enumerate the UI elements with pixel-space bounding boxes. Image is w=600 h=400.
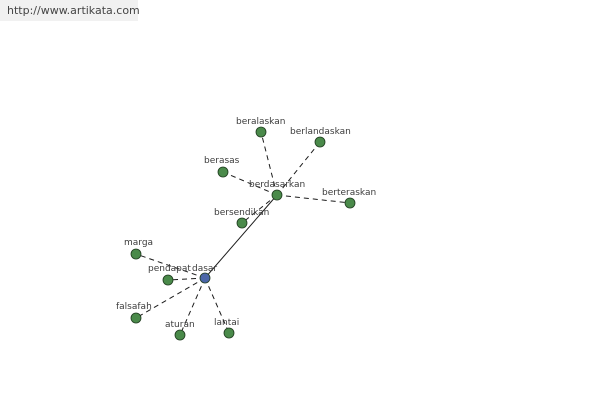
edge-berdasarkan-berteraskan xyxy=(276,194,351,204)
node-label-beralaskan[interactable]: beralaskan xyxy=(236,117,285,127)
edge-berdasarkan-beralaskan xyxy=(260,131,278,196)
graph-nodes xyxy=(130,126,356,341)
node-bersendikan[interactable] xyxy=(236,217,248,229)
node-label-berlandaskan[interactable]: berlandaskan xyxy=(290,127,351,137)
edge-berdasarkan-berlandaskan xyxy=(276,141,321,196)
node-berasas[interactable] xyxy=(217,166,229,178)
node-label-falsafah[interactable]: falsafah xyxy=(116,302,152,312)
edge-dasar-falsafah xyxy=(135,277,206,319)
node-label-bersendikan[interactable]: bersendikan xyxy=(214,208,269,218)
edge-dasar-lantai xyxy=(204,277,230,334)
edge-dasar-marga xyxy=(135,253,206,279)
edge-berdasarkan-berasas xyxy=(222,171,278,196)
node-lantai[interactable] xyxy=(223,327,235,339)
graph-edges xyxy=(135,131,351,336)
node-label-berasas[interactable]: berasas xyxy=(204,156,240,166)
source-url[interactable]: http://www.artikata.com xyxy=(0,0,140,21)
node-beralaskan[interactable] xyxy=(255,126,267,138)
node-marga[interactable] xyxy=(130,248,142,260)
edge-dasar-aturan xyxy=(179,277,206,336)
node-dasar[interactable] xyxy=(199,272,211,284)
node-label-marga[interactable]: marga xyxy=(124,238,153,248)
node-label-lantai[interactable]: lantai xyxy=(214,318,239,328)
node-label-pendapat[interactable]: pendapat xyxy=(148,264,191,274)
node-aturan[interactable] xyxy=(174,329,186,341)
node-label-dasar[interactable]: dasar xyxy=(192,264,217,274)
node-berlandaskan[interactable] xyxy=(314,136,326,148)
edge-berdasarkan-bersendikan xyxy=(241,194,278,224)
node-pendapat[interactable] xyxy=(162,274,174,286)
node-berteraskan[interactable] xyxy=(344,197,356,209)
edge-dasar-berdasarkan xyxy=(204,194,278,279)
graph-labels: dasar berdasarkan beralaskan berlandaskan be… xyxy=(116,117,376,330)
node-berdasarkan[interactable] xyxy=(271,189,283,201)
edge-dasar-pendapat xyxy=(167,277,206,281)
node-falsafah[interactable] xyxy=(130,312,142,324)
node-label-berteraskan[interactable]: berteraskan xyxy=(322,188,376,198)
node-label-berdasarkan[interactable]: berdasarkan xyxy=(249,180,305,190)
node-label-aturan[interactable]: aturan xyxy=(165,320,195,330)
